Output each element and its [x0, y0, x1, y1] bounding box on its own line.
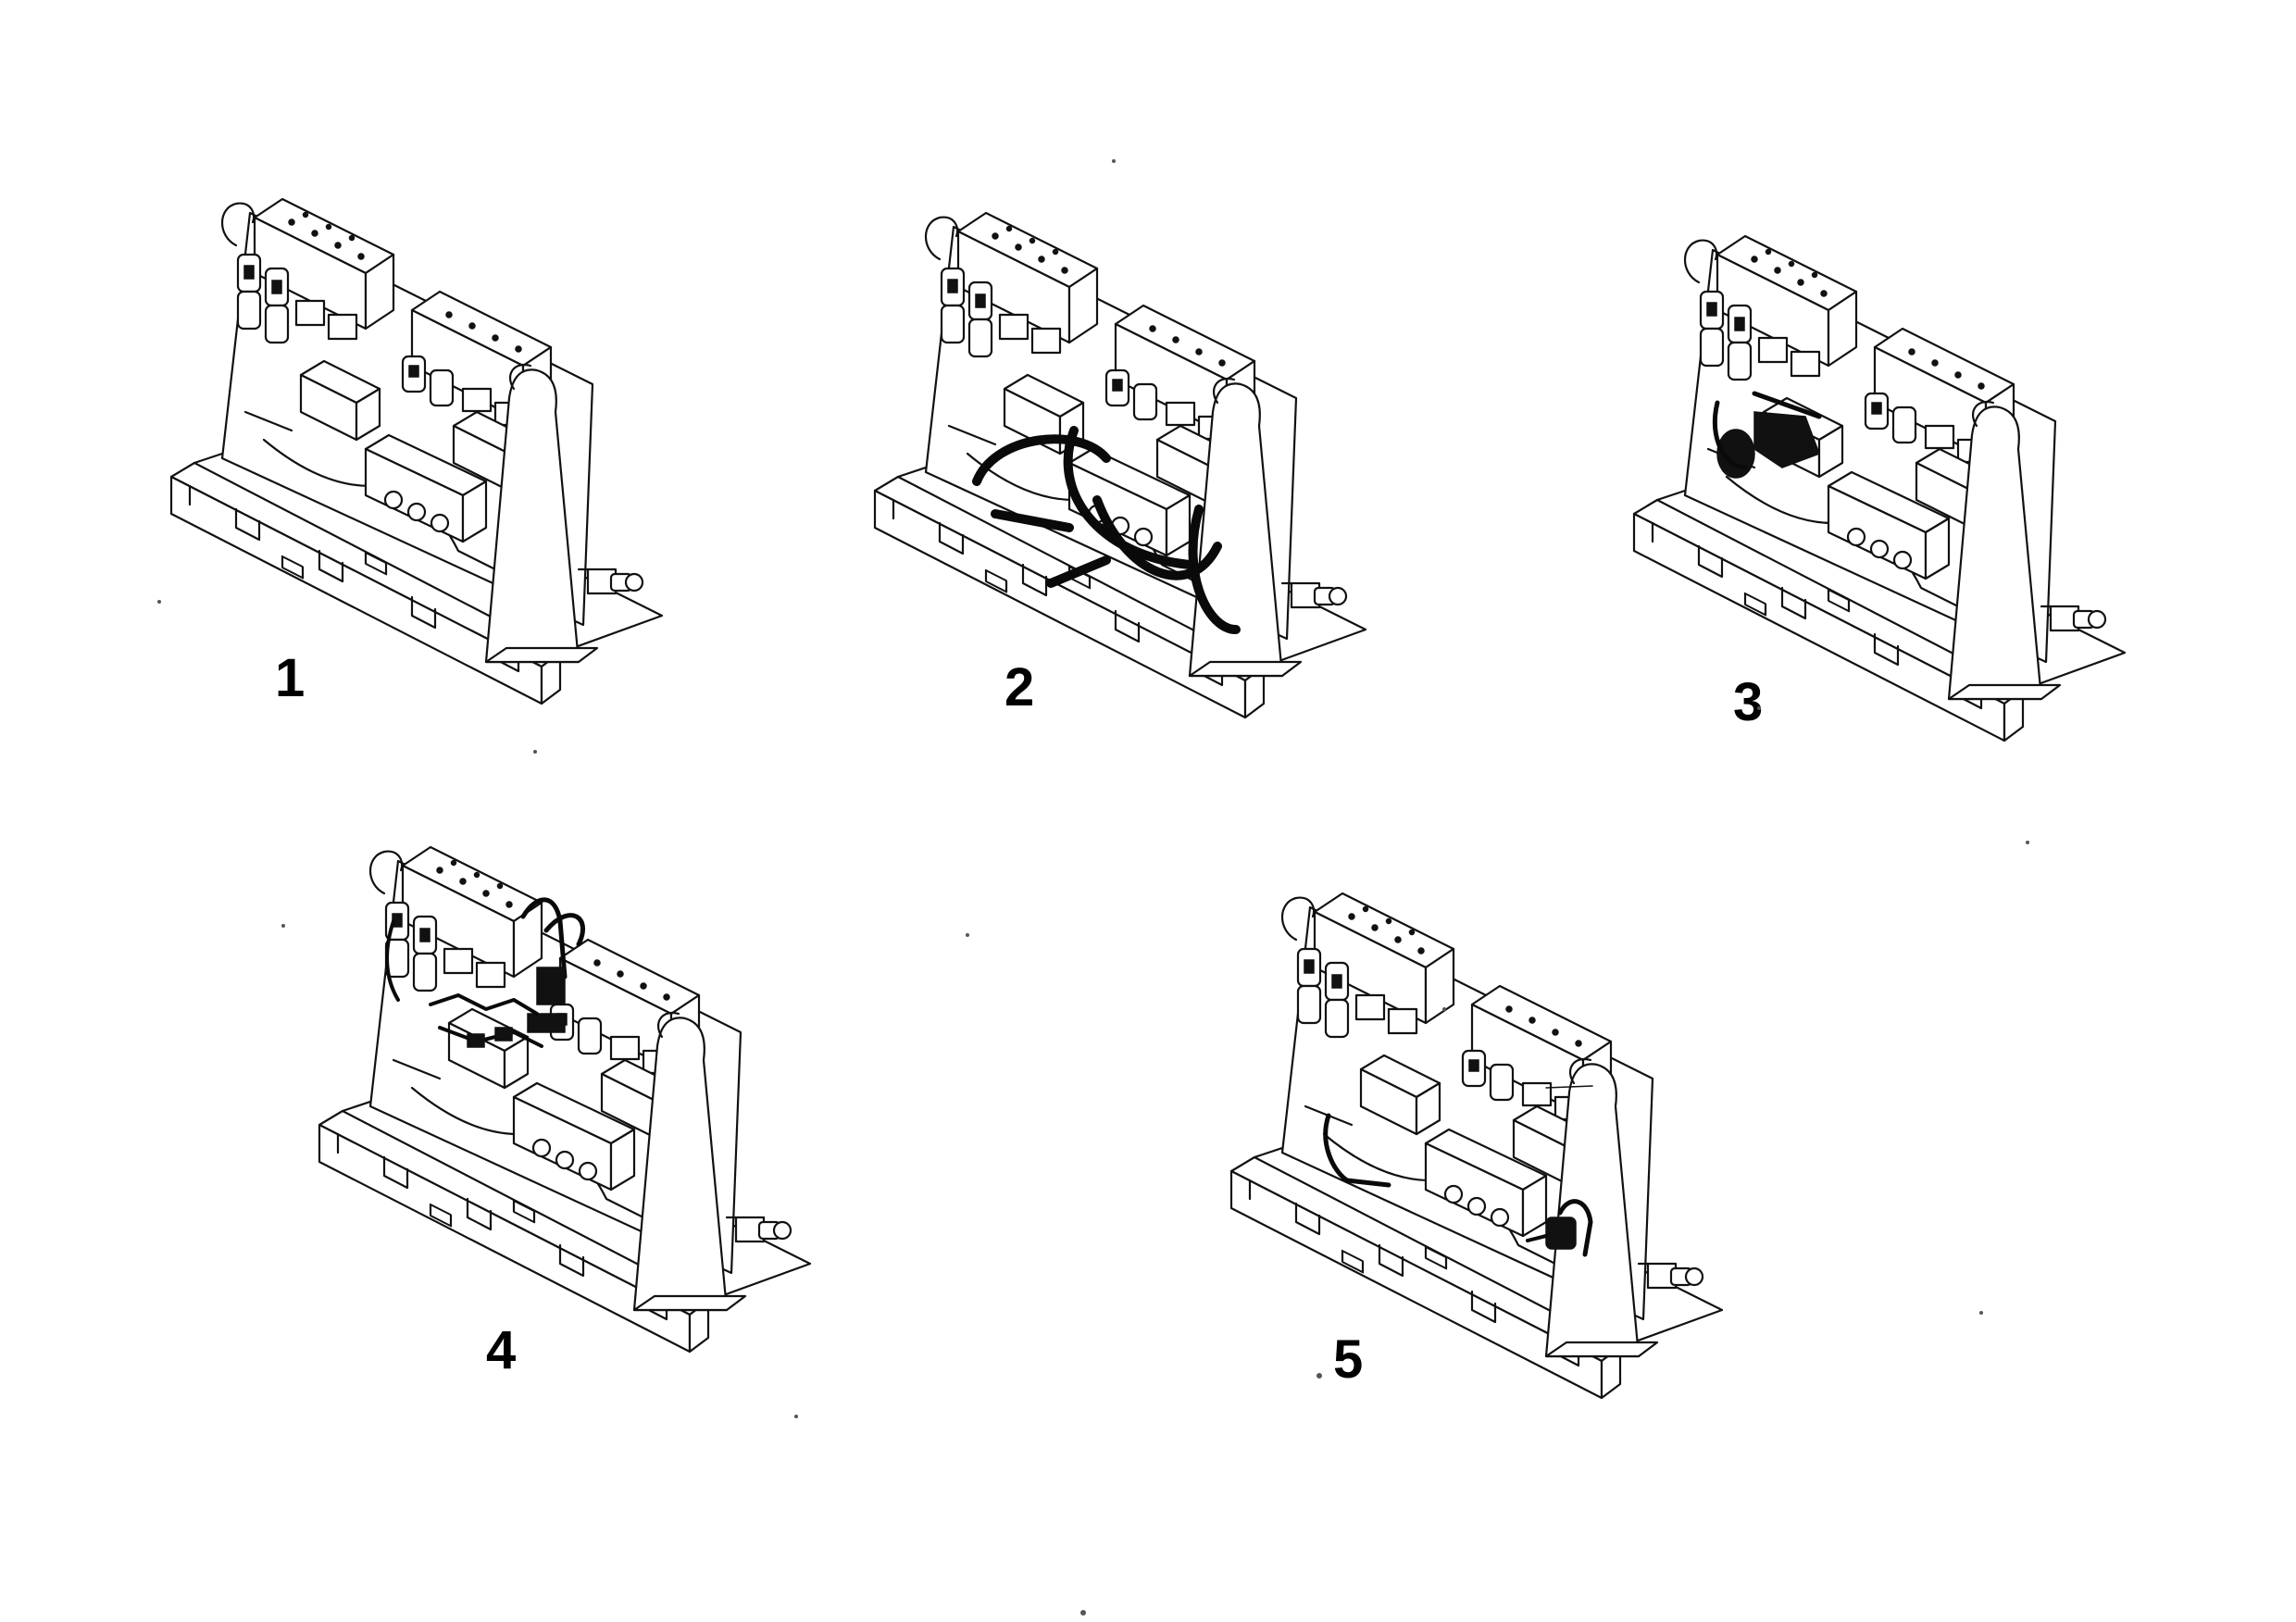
scan-noise: [157, 159, 2029, 1616]
frame-icon: [1229, 892, 1724, 1400]
assembly-step-4: 4: [318, 845, 812, 1380]
step-number-label: 5: [1333, 1329, 1363, 1390]
step-number-label: 4: [486, 1320, 516, 1380]
assembly-step-5: 5: [1229, 892, 1724, 1400]
assembly-step-2: 2: [873, 211, 1367, 719]
assembly-step-1: 1: [169, 197, 664, 708]
step-number-label: 2: [1004, 657, 1034, 717]
assembly-step-3: 3: [1632, 234, 2127, 742]
frame-icon: [169, 197, 664, 705]
frame-icon: [873, 211, 1367, 719]
step-number-label: 3: [1733, 672, 1763, 732]
frame-icon: [318, 845, 812, 1354]
step-number-label: 1: [275, 648, 305, 708]
frame-icon: [1632, 234, 2127, 742]
